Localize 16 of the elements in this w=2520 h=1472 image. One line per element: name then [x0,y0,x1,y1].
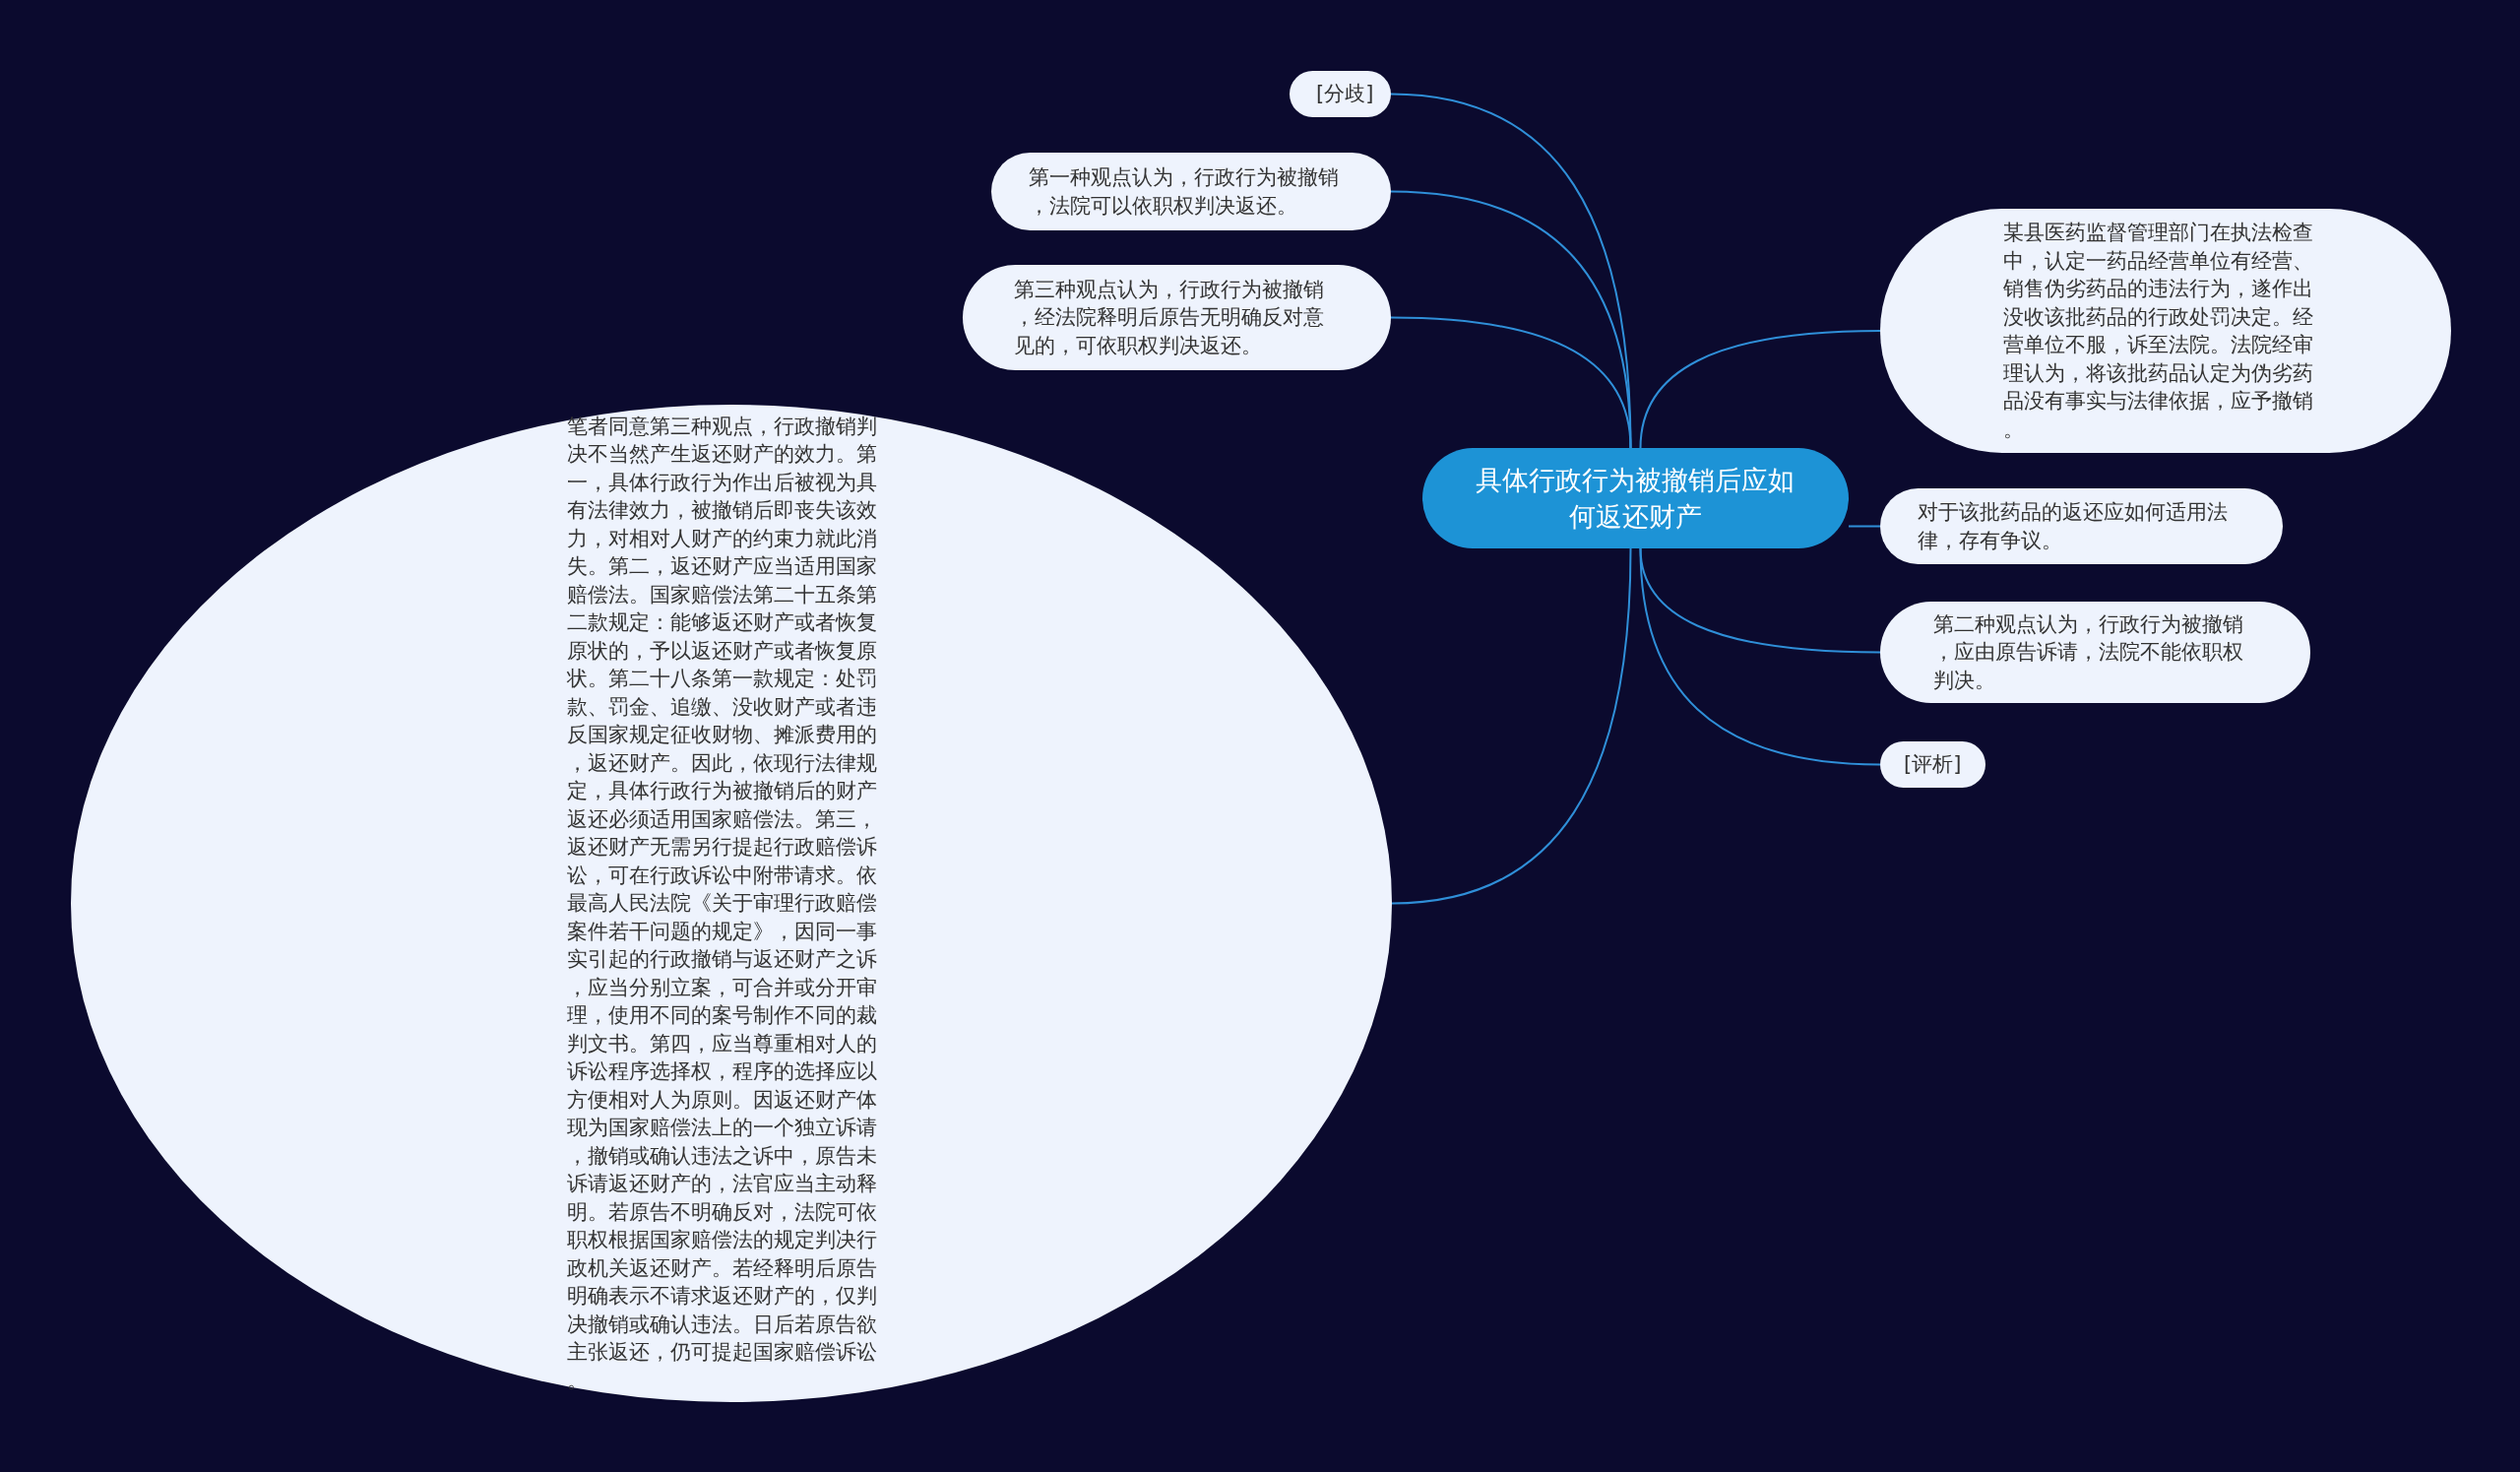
topic-pill [1880,741,1985,788]
topic-text: 对于该批药品的返还应如何适用法律，存有争议。 [1918,499,2229,554]
connector-line [1639,330,1881,449]
topic-text: 某县医药监督管理部门在执法检查中，认定一药品经营单位有经营、销售伪劣药品的违法行为，遂作出没收该批药品的行政处罚决定。经营单位不服，诉至法院。法院经审理认为，将该批药品认定为伪劣药品没有事实与法律依据，应予撤销。 [2003,220,2314,443]
topic-text: [评析] [1904,751,1963,779]
topic-text: 第二种观点认为，行政行为被撤销，应由原告诉请，法院不能依职权判决。 [1933,610,2244,694]
connector-line [1639,547,1881,766]
topic-pill [1290,71,1391,117]
topic-title: 具体行政行为被撤销后应如何返还财产 [1475,464,1796,534]
connector-line [1391,547,1632,905]
topic-text: 第三种观点认为，行政行为被撤销，经法院释明后原告无明确反对意见的，可依职权判决返还。 [1014,276,1325,359]
connector-line [1390,316,1632,449]
topic-text: [分歧] [1316,81,1375,108]
connector-line [1848,525,1881,528]
topic-text: 第一种观点认为，行政行为被撤销，法院可以依职权判决返还。 [1029,164,1340,220]
topic-text: 笔者同意第三种观点，行政撤销判决不当然产生返还财产的效力。第一，具体行政行为作出后被视为具有法律效力，被撤销后即丧失该效力，对相对人财产的约束力就此消失。第二，返还财产应当适用国家赔偿法。国家赔偿法第二十五条第二款规定：能够返还财产或者恢复原状的，予以返还财产或者恢复原状。第二十八条第一款规定：处罚款、罚金、追缴、没收财产或者违反国家规定征收财物、摊派费用的，返还财产。因此，依现行法律规定，具体行政行为被撤销后的财产返还必须适用国家赔偿法。第三，返还财产无需另行提起行政赔偿诉讼，可在行政诉讼中附带请求。依最高人民法院《关于审理行政赔偿案件若干问题的规定》，因同一事实引起的行政撤销与返还财产之诉，应当分别立案，可合并或分开审理，使用不同的案号制作不同的裁判文书。第四，应当尊重相对人的诉讼程序选择权，程序的选择应以方便相对人为原则。因返还财产体现为国家赔偿法上的一个独立诉请，撤销或确认违法之诉中，原告未诉请返还财产的，法官应当主动释明。若原告不明确反对，法院可依职权根据国家赔偿法的规定判决行政机关返还财产。若经释明后原告明确表示不请求返还财产的，仅判决撤销或确认违法。日后若原告欲主张返还，仍可提起国家赔偿诉讼。 [567,413,878,1394]
